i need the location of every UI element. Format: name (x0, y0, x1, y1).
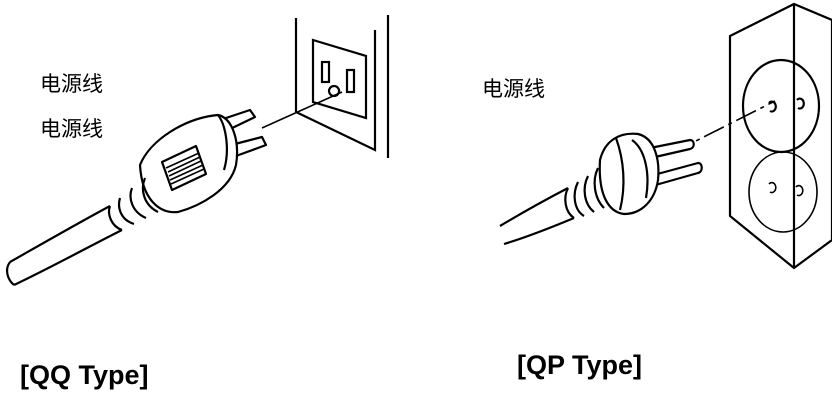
qq-wall-outlet (294, 15, 390, 158)
qp-socket-lower (748, 151, 818, 233)
qp-power-cord (499, 187, 575, 246)
qp-type-caption: [QP Type] (517, 350, 643, 380)
qp-wall-socket-panel (728, 2, 832, 270)
qp-socket-upper (741, 58, 821, 154)
qp-label: 电源线 (482, 77, 545, 101)
qq-plug (107, 108, 268, 232)
qp-plug (564, 132, 703, 219)
qq-power-cord (5, 205, 123, 286)
qq-type-caption: [QQ Type] (20, 360, 149, 390)
qq-connection-line (261, 91, 343, 129)
qq-label-2: 电源线 (40, 117, 103, 141)
qq-label-1: 电源线 (40, 72, 103, 96)
